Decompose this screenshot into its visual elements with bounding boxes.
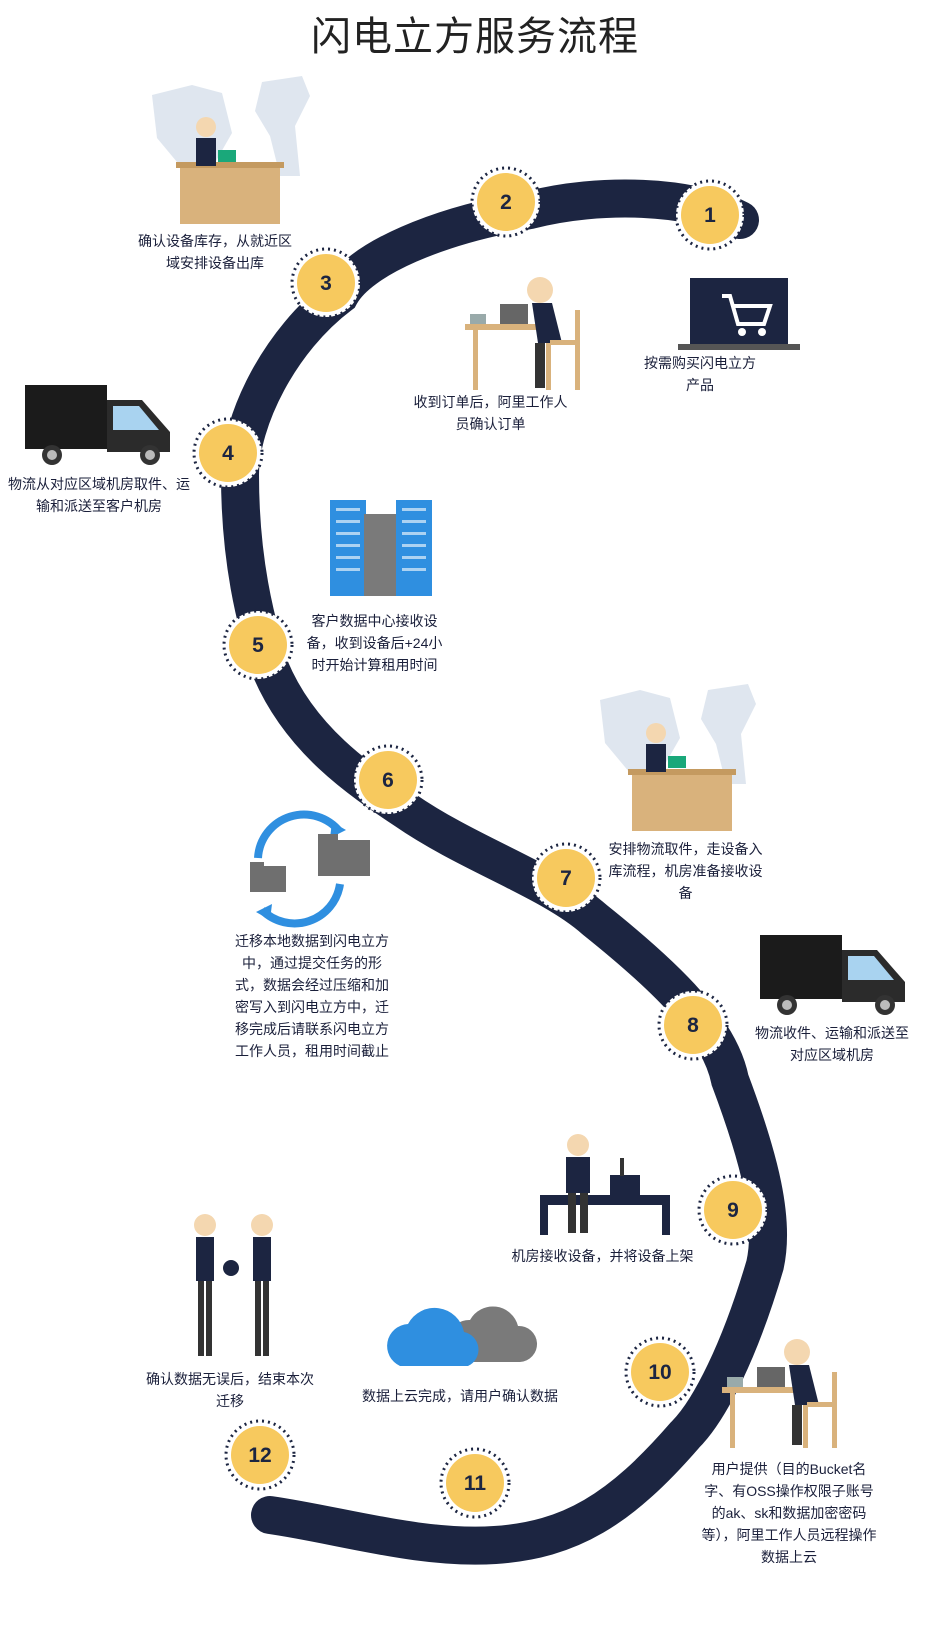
step-10-label: 用户提供（目的Bucket名字、有OSS操作权限子账号的ak、sk和数据加密密码… [701,1461,877,1565]
step-11-label: 数据上云完成，请用户确认数据 [362,1388,558,1404]
step-number: 5 [252,634,264,657]
step-number: 10 [648,1361,671,1384]
step-6-node: 6 [352,744,424,816]
step-number: 12 [248,1444,271,1467]
step-7-node: 7 [530,842,602,914]
step-3-node: 3 [290,247,362,319]
step-number: 3 [320,272,332,295]
step-1-node: 1 [674,179,746,251]
step-2-node: 2 [470,166,542,238]
step-2-label: 收到订单后，阿里工作人员确认订单 [413,394,568,432]
cloud-icon [387,1306,538,1366]
step-8-node: 8 [657,989,729,1061]
step-6-label: 迁移本地数据到闪电立方中，通过提交任务的形式，数据会经过压缩和加密写入到闪电立方… [235,933,389,1059]
office-worker-icon [465,277,580,390]
step-7-label: 安排物流取件，走设备入库流程，机房准备接收设备 [608,841,763,901]
delivery-truck-icon [25,385,170,465]
phone-desk-map-icon [600,684,756,831]
step-number: 9 [727,1199,739,1222]
step-number: 2 [500,191,512,214]
step-5-label: 客户数据中心接收设备，收到设备后+24小时开始计算租用时间 [306,613,443,673]
laptop-cart-icon [678,278,800,350]
step-12-label: 确认数据无误后，结束本次迁移 [146,1371,314,1409]
step-number: 11 [464,1472,487,1495]
data-center-buildings-icon [330,500,432,596]
handover-people-icon [194,1214,273,1356]
step-4-label: 物流从对应区域机房取件、运输和派送至客户机房 [8,476,190,514]
office-worker-icon [722,1339,837,1448]
step-number: 1 [704,204,716,227]
step-1-label: 按需购买闪电立方产品 [644,355,756,393]
step-10-node: 10 [624,1336,696,1408]
folder-sync-icon [250,810,370,928]
step-9-label: 机房接收设备，并将设备上架 [511,1248,694,1264]
delivery-truck-icon [760,935,905,1015]
step-8-label: 物流收件、运输和派送至对应区域机房 [755,1025,909,1063]
step-11-node: 11 [439,1447,511,1519]
phone-desk-map-icon [152,76,310,224]
step-number: 8 [687,1014,699,1037]
step-4-node: 4 [192,417,264,489]
step-number: 6 [382,769,394,792]
step-9-node: 9 [697,1174,769,1246]
step-number: 7 [560,867,572,890]
step-12-node: 12 [224,1419,296,1491]
step-3-label: 确认设备库存，从就近区域安排设备出库 [138,233,292,271]
page-title: 闪电立方服务流程 [311,15,639,59]
engineer-rack-icon [540,1134,670,1235]
step-5-node: 5 [222,609,294,681]
step-number: 4 [222,442,234,465]
